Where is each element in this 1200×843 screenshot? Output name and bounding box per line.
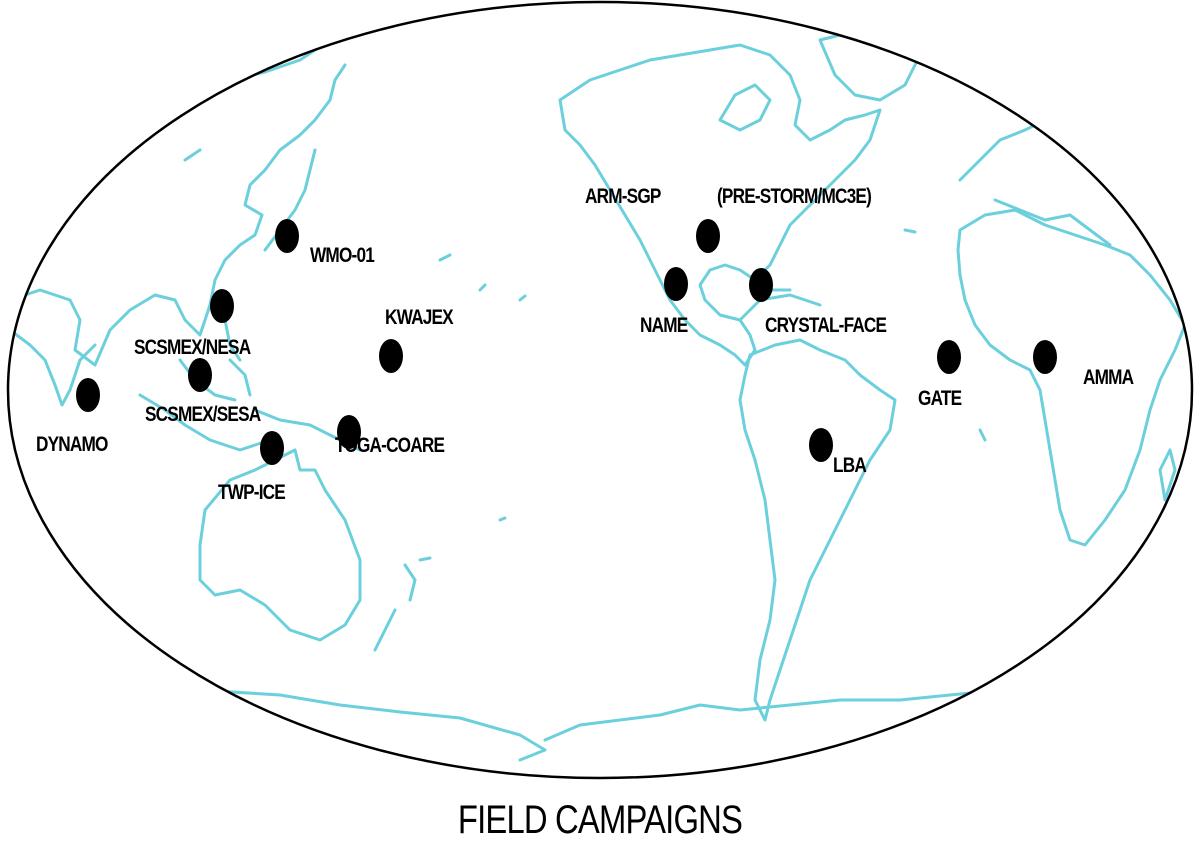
campaign-label-lba: LBA bbox=[833, 454, 867, 477]
campaign-marker-dynamo bbox=[76, 378, 100, 412]
campaign-marker-scsmex-nesa bbox=[210, 289, 234, 323]
campaign-marker-crystal-face bbox=[749, 268, 773, 302]
campaign-marker-kwajex bbox=[379, 339, 403, 373]
coast-east-asia bbox=[8, 63, 347, 367]
campaign-label-scsmex-sesa: SCSMEX/SESA bbox=[145, 403, 261, 426]
coast-australia bbox=[198, 448, 362, 642]
coast-south-america bbox=[738, 338, 897, 722]
campaign-marker-wmo-01 bbox=[275, 219, 299, 253]
coast-europe bbox=[958, 118, 1182, 247]
campaign-label-scsmex-nesa: SCSMEX/NESA bbox=[134, 336, 251, 359]
coast-hudson-bay bbox=[718, 83, 772, 132]
coast-asia bbox=[8, 10, 402, 252]
campaign-label-amma: AMMA bbox=[1083, 366, 1134, 389]
coast-madagascar bbox=[1158, 448, 1177, 502]
campaign-label-twp-ice: TWP-ICE bbox=[218, 481, 286, 504]
campaign-marker-arm-sgp bbox=[696, 219, 720, 253]
campaign-marker-name bbox=[664, 267, 688, 301]
campaign-marker-gate bbox=[937, 340, 961, 374]
campaign-label-arm-sgp: ARM-SGP bbox=[585, 185, 661, 208]
campaign-label-kwajex: KWAJEX bbox=[385, 306, 454, 329]
globe-border bbox=[6, 0, 1194, 780]
coast-greenland bbox=[818, 28, 922, 102]
campaign-label-pre-storm-mc3e: (PRE-STORM/MC3E) bbox=[717, 185, 872, 208]
coast-islands bbox=[183, 148, 987, 562]
campaign-marker-lba bbox=[809, 428, 833, 462]
coast-new-zealand bbox=[373, 563, 417, 652]
campaign-marker-twp-ice bbox=[260, 431, 284, 465]
campaign-marker-toga-coare bbox=[337, 415, 361, 449]
campaign-label-gate: GATE bbox=[918, 387, 962, 410]
coast-africa bbox=[956, 208, 1187, 547]
coast-antarctica bbox=[58, 668, 1172, 762]
coast-india bbox=[8, 328, 97, 407]
campaign-label-name: NAME bbox=[640, 314, 688, 337]
campaign-label-dynamo: DYNAMO bbox=[36, 433, 108, 456]
campaign-label-wmo-01: WMO-01 bbox=[310, 244, 375, 267]
campaign-label-toga-coare: TOGA-COARE bbox=[335, 434, 445, 457]
map-title: FIELD CAMPAIGNS bbox=[457, 798, 743, 842]
campaign-label-crystal-face: CRYSTAL-FACE bbox=[765, 314, 887, 337]
campaign-marker-amma bbox=[1033, 340, 1057, 374]
campaign-marker-scsmex-sesa bbox=[188, 358, 212, 392]
coastlines bbox=[8, 10, 1187, 762]
